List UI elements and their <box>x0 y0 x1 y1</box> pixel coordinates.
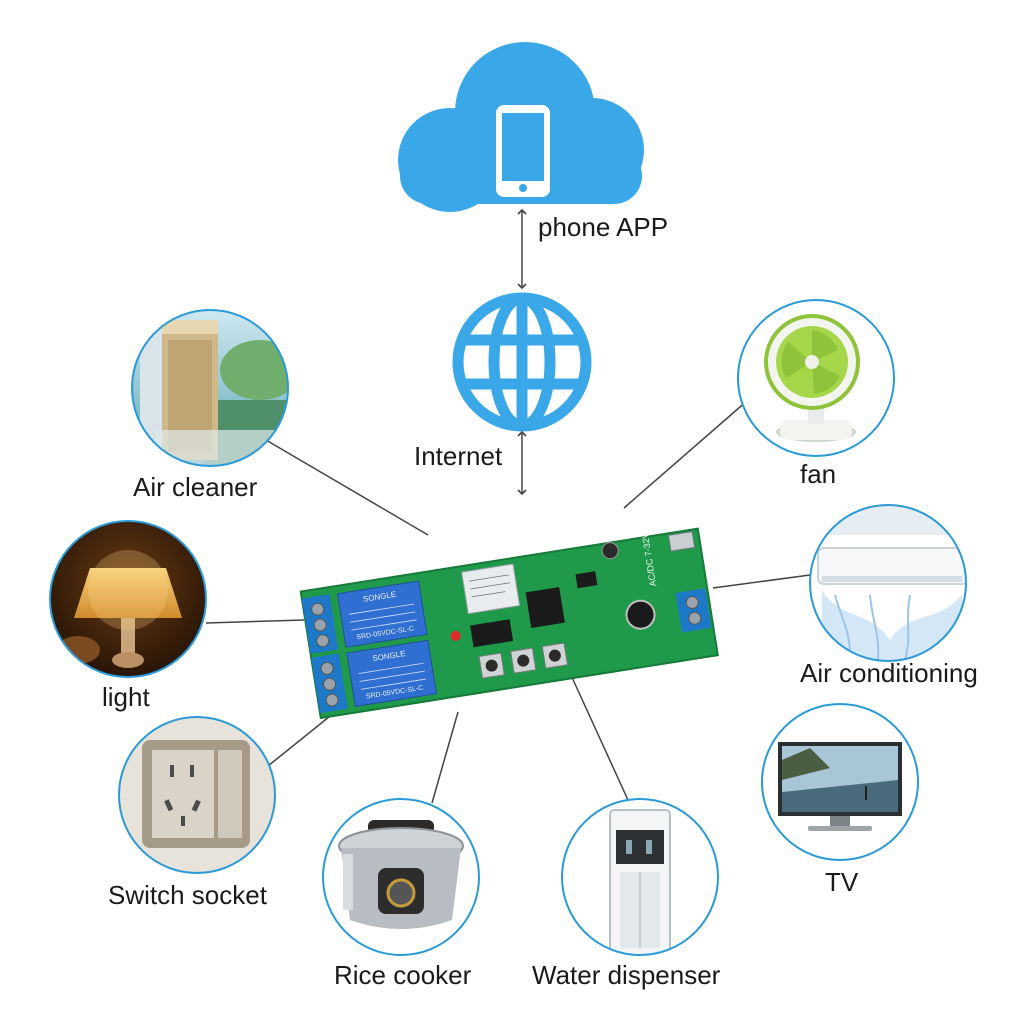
switch-socket-image <box>118 716 276 874</box>
air-conditioning-image <box>809 504 967 662</box>
light-image <box>49 520 207 678</box>
ic-chip-3 <box>575 571 598 589</box>
water-dispenser-image <box>561 798 719 956</box>
line-light <box>205 619 305 624</box>
internet-label: Internet <box>414 441 503 471</box>
relay-2: SONGLE SRD-05VDC-SL-C <box>346 639 437 708</box>
tv-image <box>761 703 919 861</box>
line-air-conditioning <box>712 574 811 589</box>
relay-board: SONGLE SRD-05VDC-SL-C SONGLE SRD-05VDC-S… <box>299 527 719 720</box>
water-dispenser-label: Water dispenser <box>532 960 721 990</box>
tactile-buttons <box>478 642 569 679</box>
status-led <box>450 630 461 641</box>
capacitor-1 <box>601 542 619 560</box>
smartphone-icon <box>496 105 550 197</box>
air-conditioning-label: Air conditioning <box>800 658 978 688</box>
air-cleaner-label: Air cleaner <box>133 472 258 502</box>
rice-cooker-image <box>322 798 480 956</box>
capacitor-2 <box>625 599 656 630</box>
tv-label: TV <box>825 867 859 897</box>
switch-socket-label: Switch socket <box>108 880 267 910</box>
air-cleaner-image <box>131 309 289 467</box>
ic-chip-2 <box>525 587 565 628</box>
phone-app-label: phone APP <box>538 212 669 242</box>
line-rice-cooker <box>431 711 459 804</box>
relay-1: SONGLE SRD-05VDC-SL-C <box>336 580 428 648</box>
connector-lines <box>205 208 811 804</box>
cloud-icon <box>398 42 644 212</box>
ic-chip-1 <box>470 619 514 648</box>
globe-icon <box>452 292 592 432</box>
usb-port <box>667 531 696 552</box>
rice-cooker-label: Rice cooker <box>334 960 472 990</box>
fan-label: fan <box>800 459 837 489</box>
wifi-module <box>461 563 521 615</box>
terminal-block-right <box>675 588 712 633</box>
fan-image <box>737 299 895 457</box>
light-label: light <box>102 682 150 712</box>
line-air-cleaner <box>265 439 429 536</box>
terminal-block-left <box>301 594 348 714</box>
line-water-dispenser <box>569 672 629 801</box>
line-fan <box>623 399 749 509</box>
